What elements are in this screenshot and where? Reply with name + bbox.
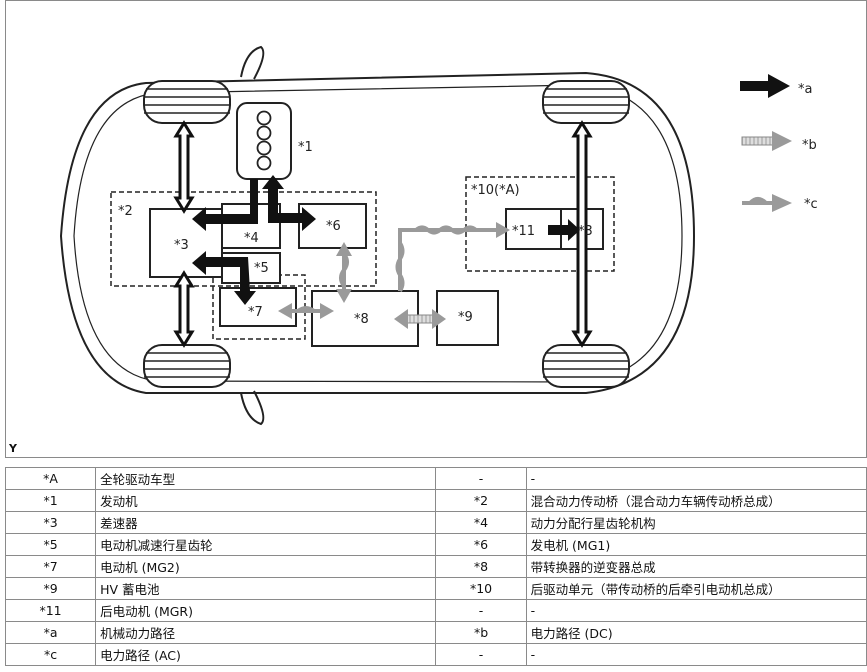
wheel-rear-top [542,80,630,124]
legend-description: 混合动力传动桥（混合动力车辆传动桥总成） [525,489,867,512]
legend-description: 后电动机 (MGR) [95,599,437,622]
label-motor-mg2: *7 [248,305,263,320]
legend-description: 发电机 (MG1) [525,533,867,556]
legend-code: *4 [435,511,527,534]
legend-key-dc [741,131,792,151]
legend-key-label-c: *c [804,197,818,212]
label-power-split-gear: *4 [244,231,259,246]
legend-description: 动力分配行星齿轮机构 [525,511,867,534]
legend-description: 差速器 [95,511,437,534]
ac-power-paths [288,225,498,313]
legend-key-ac [742,194,792,212]
mechanical-power-paths [173,120,593,348]
legend-description: 全轮驱动车型 [95,467,437,490]
label-engine: *1 [298,140,313,155]
engine [236,102,292,180]
legend-description: 后驱动单元（带传动桥的后牵引电动机总成） [525,577,867,600]
label-rear-drive-unit: *10(*A) [471,183,520,198]
legend-code: *10 [435,577,527,600]
legend-code: - [435,599,527,622]
label-motor-reduction-gear: *5 [254,261,269,276]
legend-code: *b [435,621,527,644]
legend-code: *9 [4,577,97,600]
legend-description: 带转换器的逆变器总成 [525,555,867,578]
legend-code: - [435,643,527,666]
legend-description: 电动机 (MG2) [95,555,437,578]
wheel-front-top [143,80,231,124]
legend-code: *6 [435,533,527,556]
legend-description: 发动机 [95,489,437,512]
legend-description: 机械动力路径 [95,621,437,644]
ac-arrowheads [278,222,510,319]
generator-mg1-box [298,203,367,249]
legend-code: *A [4,467,97,490]
legend-code: *3 [4,511,97,534]
motor-mg2-box [219,287,297,327]
legend-code: - [435,467,527,490]
label-transaxle: *2 [118,204,133,219]
dc-power-path [394,309,446,329]
legend-description: HV 蓄电池 [95,577,437,600]
legend-code: *7 [4,555,97,578]
legend-description: 电力路径 (AC) [95,643,437,666]
label-generator-mg1: *6 [326,219,341,234]
legend-description: 电力路径 (DC) [525,621,867,644]
label-rear-differential: *3 [578,224,593,239]
wheel-front-bottom [143,344,231,388]
rear-drive-dashed-box [465,176,615,272]
powertrain-diagram: *1 *2 *3 *4 *5 *6 *7 *8 *9 *10(*A) *11 *… [5,0,867,458]
legend-code: *a [4,621,97,644]
motor-reduction-gear-box [221,252,281,284]
legend-key-label-b: *b [802,138,817,153]
legend-description: - [525,467,867,490]
legend-description: - [525,643,867,666]
legend-code: *8 [435,555,527,578]
label-hv-battery: *9 [458,310,473,325]
legend-code: *c [4,643,97,666]
legend-key-mechanical [740,74,790,98]
figure-code: Y [9,442,17,455]
label-rear-motor-mgr: *11 [512,224,535,239]
legend-code: *1 [4,489,97,512]
label-front-differential: *3 [174,238,189,253]
legend-key-label-a: *a [798,82,812,97]
label-inverter: *8 [354,312,369,327]
legend-description: 电动机减速行星齿轮 [95,533,437,556]
legend-code: *11 [4,599,97,622]
legend-code: *2 [435,489,527,512]
legend-code: *5 [4,533,97,556]
diagram-canvas: *1 *2 *3 *4 *5 *6 *7 *8 *9 *10(*A) *11 *… [59,45,818,426]
legend-description: - [525,599,867,622]
wheel-rear-bottom [542,344,630,388]
